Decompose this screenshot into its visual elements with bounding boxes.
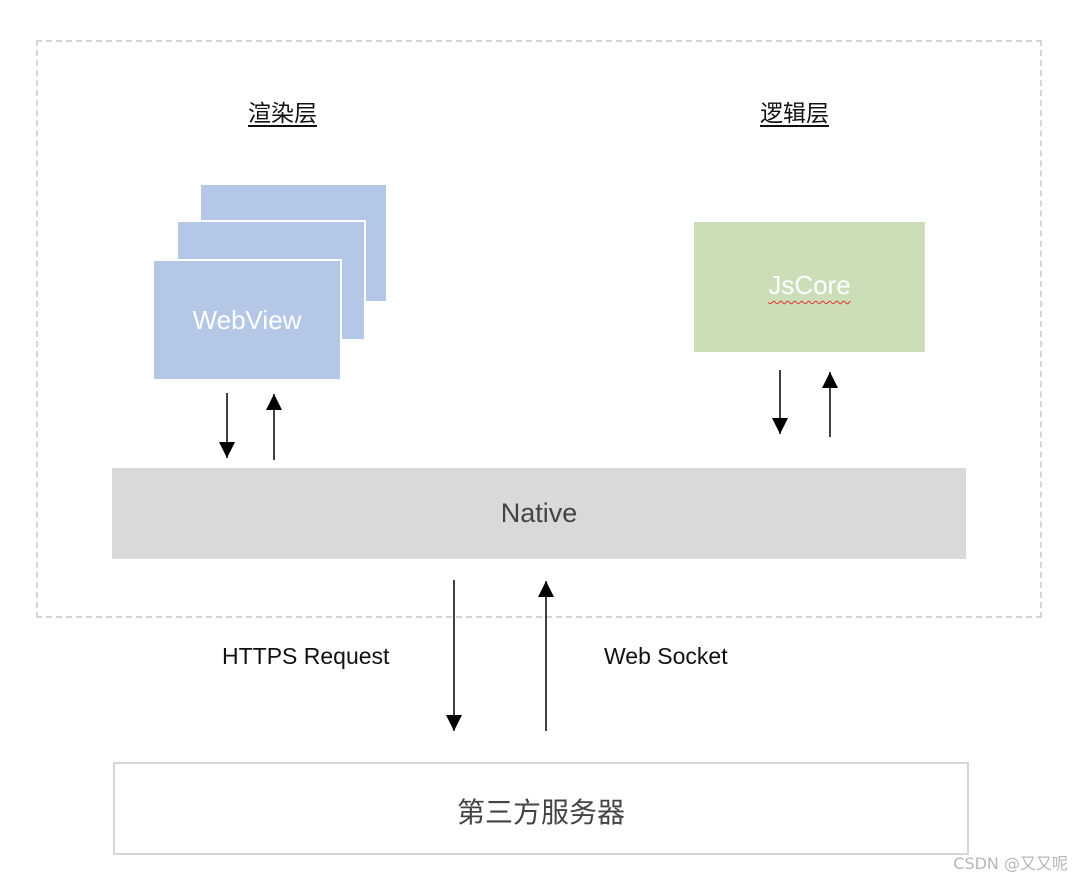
third-party-server-box: 第三方服务器	[113, 762, 969, 855]
web-socket-label: Web Socket	[604, 643, 728, 669]
webview-label: WebView	[192, 305, 302, 335]
third-party-server-label: 第三方服务器	[456, 796, 625, 829]
native-label: Native	[500, 498, 578, 528]
https-request-arrowhead	[446, 715, 462, 731]
native-to-webview-arrowhead	[266, 394, 282, 410]
webview-to-native-arrowhead	[219, 442, 235, 458]
web-socket-arrowhead	[538, 581, 554, 597]
webview-box: WebView	[152, 259, 342, 381]
https-request-label: HTTPS Request	[222, 643, 390, 669]
jscore-label: JsCore	[768, 270, 851, 300]
native-bar: Native	[112, 468, 966, 559]
jscore-to-native-arrowhead	[772, 418, 788, 434]
csdn-watermark: CSDN @又又呢	[953, 854, 1068, 873]
logic-layer-heading: 逻辑层	[760, 101, 829, 127]
render-layer-heading: 渲染层	[248, 101, 317, 127]
client-boundary-frame	[36, 40, 1042, 618]
native-to-jscore-arrowhead	[822, 372, 838, 388]
jscore-box: JsCore	[694, 222, 925, 352]
